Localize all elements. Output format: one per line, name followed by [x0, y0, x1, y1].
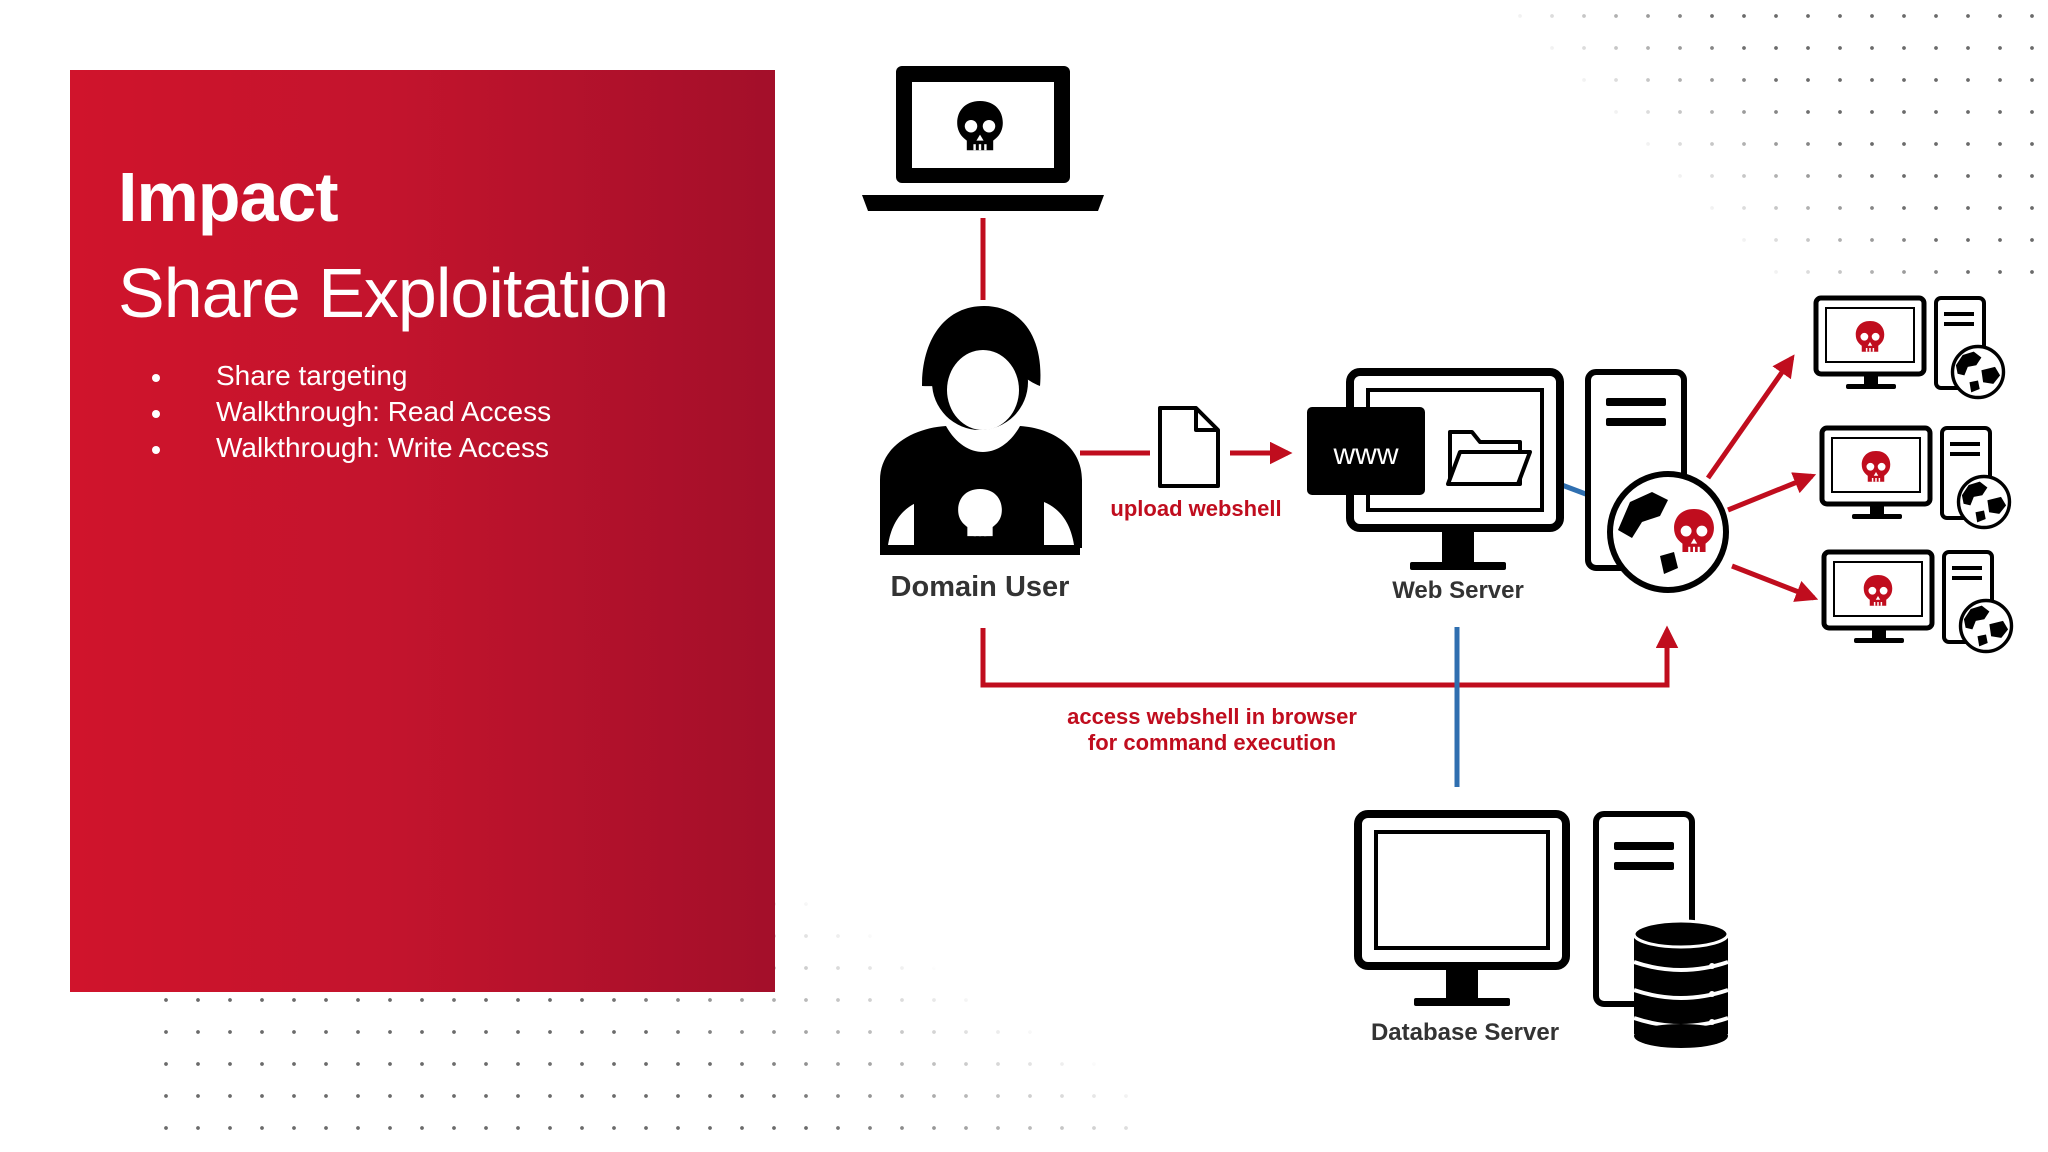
web-server-label: Web Server: [1392, 577, 1524, 604]
slide-subtitle: Share Exploitation: [118, 254, 669, 332]
bullet-list: Share targeting Walkthrough: Read Access…: [140, 358, 551, 466]
lateral-arrow-2: [1727, 472, 1817, 513]
bullet-item: Share targeting: [140, 358, 551, 394]
database-server-icon: [1354, 810, 1695, 1007]
www-label: www: [1333, 438, 1399, 471]
database-server-label: Database Server: [1371, 1019, 1559, 1046]
lateral-arrow-3: [1731, 563, 1819, 602]
database-icon: [1632, 919, 1730, 1048]
victim-computer-icon: [1819, 425, 2012, 530]
bullet-item: Walkthrough: Write Access: [140, 430, 551, 466]
victim-computer-icon: [1821, 549, 2014, 654]
slide-title: Impact: [118, 158, 339, 236]
document-icon: [1158, 406, 1220, 488]
domain-user-label: Domain User: [891, 571, 1070, 603]
access-webshell-label-1: access webshell in browser: [1067, 704, 1357, 729]
www-icon: www: [1307, 407, 1425, 495]
globe-skull-icon: [1607, 471, 1729, 593]
access-webshell-arrow: [980, 625, 1679, 688]
folder-icon: [1446, 430, 1532, 486]
victim-computer-icon: [1813, 295, 2006, 400]
bullet-item: Walkthrough: Read Access: [140, 394, 551, 430]
upload-webshell-label: upload webshell: [1110, 496, 1281, 521]
access-webshell-label-2: for command execution: [1088, 730, 1336, 755]
lateral-arrow-1: [1705, 354, 1795, 480]
laptop-skull-icon: [862, 66, 1104, 211]
title-panel: Impact Share Exploitation Share targetin…: [70, 70, 775, 992]
hacker-user-icon: [880, 306, 1082, 555]
